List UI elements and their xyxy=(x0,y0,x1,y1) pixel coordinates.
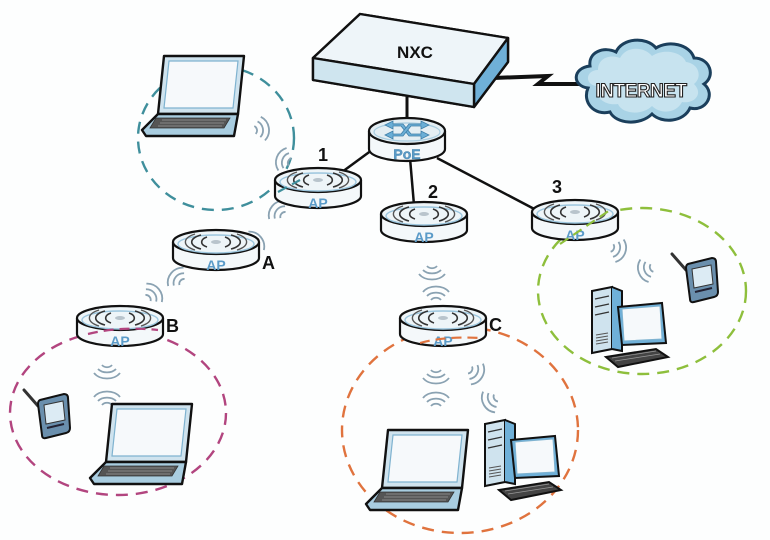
poe-switch: PoE xyxy=(367,116,447,162)
pda-icon xyxy=(670,252,720,304)
access-point-c: AP xyxy=(398,304,488,349)
ap-tag-a: A xyxy=(262,253,275,273)
laptop-icon xyxy=(140,54,246,138)
wave-icon xyxy=(422,285,450,301)
wave-icon xyxy=(252,114,272,143)
desktop-icon xyxy=(591,286,669,368)
wave-icon xyxy=(633,255,658,285)
laptop-icon xyxy=(88,402,194,486)
ap-tag-2: 2 xyxy=(428,182,438,202)
wired-links xyxy=(341,73,582,214)
wave-icon xyxy=(162,262,191,293)
poe-label: PoE xyxy=(393,146,420,162)
ap-tag-b: B xyxy=(166,316,179,336)
ap-label: AP xyxy=(206,257,225,273)
ap-label: AP xyxy=(110,333,129,349)
link-poe-ap2 xyxy=(408,157,416,206)
ap-label: AP xyxy=(433,333,452,349)
laptop-icon xyxy=(364,428,470,512)
access-point-a: AP xyxy=(171,228,261,273)
wave-icon xyxy=(139,278,168,309)
wireless-waves xyxy=(93,114,658,417)
nxc-controller: NXC xyxy=(311,12,510,109)
ap-tag-1: 1 xyxy=(318,145,328,165)
nxc-label: NXC xyxy=(397,43,433,62)
access-point-b: AP xyxy=(75,304,165,349)
ap-tag-3: 3 xyxy=(552,177,562,197)
desktop-icon xyxy=(484,419,562,501)
pda-icon xyxy=(22,388,72,440)
access-point-3: AP xyxy=(530,198,620,243)
wave-icon xyxy=(93,364,121,380)
cell-1-boundary xyxy=(136,64,296,212)
link-poe-ap3 xyxy=(436,156,541,214)
link-nxc-internet xyxy=(492,73,582,86)
wave-icon xyxy=(422,369,450,385)
wave-icon xyxy=(422,391,450,407)
wave-icon xyxy=(476,386,503,417)
wave-icon xyxy=(606,235,631,265)
ap-tag-c: C xyxy=(489,315,502,335)
ap-label: AP xyxy=(414,229,433,245)
cell-3-boundary xyxy=(536,206,748,376)
access-point-2: AP xyxy=(379,200,469,245)
internet-cloud: INTERNET xyxy=(574,38,712,124)
link-poe-ap1 xyxy=(341,148,373,174)
internet-label: INTERNET xyxy=(596,81,688,102)
wave-icon xyxy=(463,358,490,389)
switch-arrows-icon xyxy=(384,120,430,140)
access-point-1: AP xyxy=(273,166,363,211)
ap-label: AP xyxy=(308,195,327,211)
wave-icon xyxy=(418,265,446,281)
